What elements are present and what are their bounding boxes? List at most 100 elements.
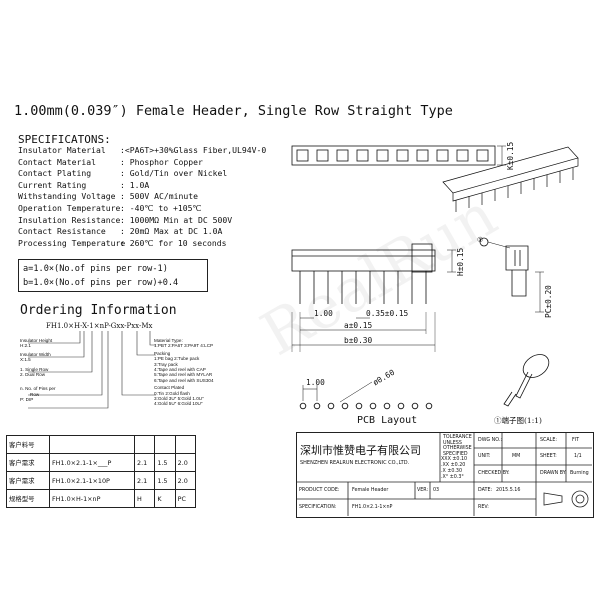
ordering-note: Packing [154,350,171,356]
ordering-note: 3:Tray pack [154,361,178,367]
table-cell: PC [174,489,197,508]
spec-label: Withstanding Voltage [18,191,116,202]
scale-value: FIT [572,438,580,443]
front-view-body [291,249,436,272]
ordering-right-notes: Material Type: 1:PBT 2:PA6T 3:PA9T 4:LCP… [154,338,214,407]
spec-value: : -40℃ to +105℃ [120,202,202,213]
tolerance-values: XXX ±0.10 .XX ±0.20 .X ±0.30 .X° ±0.3° [441,457,467,481]
rev-label: REV: [478,505,489,510]
ordering-note: 1. Single Row [20,366,49,372]
ver-label: VER: [417,488,429,493]
terminal-detail [503,354,550,407]
drawn-value: Burning [570,471,589,476]
table-cell: H [133,489,156,508]
ordering-note: 0:Tin 2:Gold flash [154,390,190,396]
specification-label: SPECIFICATION: [299,505,337,510]
spec-label: Contact Resistance [18,226,106,237]
ordering-note: Insulator Width [20,351,51,357]
checked-label: CHECKED BY: [478,471,510,476]
tolerance-value: .XX ±0.20 [441,463,466,468]
unit-label: UNIT: [478,454,491,459]
spec-label: Contact Plating [18,168,92,179]
ordering-note: Contact Plated [154,385,185,391]
spec-value: :<PA6T>+30%Glass Fiber,UL94V-0 [120,145,267,155]
ordering-note: 1:PBT 2:PA6T 3:PA9T 4:LCP [154,343,214,349]
spec-label: Current Rating [18,179,87,190]
title-block [296,432,594,518]
sheet-value: 1/1 [574,454,582,459]
tolerance-line: OTHERWISE [443,446,472,452]
customer-table: 客户料号 客户需求 FH1.0×2.1-1×___P 2.1 1.5 2.0 客… [6,435,197,508]
tolerance-line: UNLESS [443,440,462,446]
date-label: DATE: [478,488,493,493]
product-code-label: PRODUCT CODE: [299,488,340,493]
product-name: Female Header [352,488,389,493]
spec-heading: SPECIFICATONS: [18,133,111,146]
ordering-part-code: FH1.0×H-X-1×nP-Gxx-Pxx-Mx [46,322,153,330]
ordering-note: Material Type: [154,338,183,343]
pcb-holes [299,402,433,410]
ordering-heading: Ordering Information [20,303,177,318]
dim-thick: 0.35±0.15 [366,309,409,318]
pcb-layout-label: PCB Layout [357,415,418,426]
spec-label: Insulation Resistance [18,214,121,225]
dim-pitch: 1.00 [314,309,333,318]
spec-labels: Insulator Material Contact Material Cont… [18,145,125,249]
tolerance-note: TOLERANCE UNLESS OTHERWISE SPECIFIED [443,435,472,457]
company-name-cn: 深圳市惟赞电子有限公司 [300,444,421,457]
sheet-label: SHEET: [540,454,557,459]
ordering-note: 1:PE bag 2:Tube pack [154,356,200,362]
top-view-pins [296,149,489,162]
scale-label: SCALE: [540,438,557,443]
ver-value: 03 [433,488,440,493]
ordering-note: 3:Gold 3U″ 5:Gold 1.0U″ [154,396,204,402]
spec-value: : Gold/Tin over Nickel [120,168,228,179]
date-value: 2015.5.16 [496,488,521,493]
spec-value: : 500V AC/minute [120,191,198,202]
ordering-left-notes: Insulator Height H:2.1 Insulator Width X… [20,338,56,403]
dwg-no-label: DWG NO.: [478,438,502,443]
iso-view [442,146,579,212]
spec-value: : 260℃ for 10 seconds [120,237,227,248]
spec-label: Contact Material [18,156,96,167]
spec-values: :<PA6T>+30%Glass Fiber,UL94V-0 : Phospho… [120,145,266,249]
drawn-label: DRAWN BY: [540,471,567,476]
tolerance-value: .X° ±0.3° [441,475,464,480]
page-title: 1.00mm(0.039″) Female Header, Single Row… [14,103,453,119]
unit-value: MM [512,454,521,459]
spec-label: Processing Temperature [18,237,126,248]
callout-marker: ① [477,236,484,244]
top-view-body [291,145,496,166]
spec-label: Operation Temperature [18,202,121,213]
ordering-note: 2. Dual Row [20,372,46,378]
ordering-note: Insulator Height [20,338,53,343]
spec-value: : 1.0A [120,179,150,190]
specification-value: FH1.0×2.1-1×nP [352,505,393,510]
tolerance-line: SPECIFIED [443,451,468,457]
detail-view [505,245,529,271]
ordering-note: P: DIP [20,397,34,403]
spec-value: : Phosphor Copper [120,156,203,167]
spec-value: : 1000MΩ Min at DC 500V [120,214,233,225]
table-row: 规格型号 FH1.0×H-1×nP H K PC [6,489,197,508]
table-row: 客户需求 FH1.0×2.1-1×___P 2.1 1.5 2.0 [6,453,197,472]
tolerance-line: TOLERANCE [443,435,472,440]
ordering-note: H:2.1 [20,343,31,349]
dim-b: b±0.30 [344,336,373,345]
ordering-note: 6:Tape and reel with SUS304 [154,377,214,383]
side-view [411,243,433,273]
ordering-note: Row [30,391,40,397]
dim-pitch-2: 1.00 [306,378,325,387]
formula-a: a=1.0×(No.of pins per row-1) [23,264,168,274]
spec-value: : 20mΩ Max at DC 1.0A [120,226,223,237]
ordering-note: 4:Gold 5U″ 6:Gold 10U″ [154,401,203,407]
ordering-note: 5:Tape and reel with MYLAR [154,372,213,378]
tolerance-value: .X ±0.30 [441,469,463,474]
formula-box: a=1.0×(No.of pins per row-1) b=1.0×(No.o… [18,259,208,292]
ordering-note: n. No. of Pins per [20,386,56,392]
ordering-note: X:1.5 [20,357,31,363]
ordering-note: 4:Tape and reel with CAP [154,367,206,373]
